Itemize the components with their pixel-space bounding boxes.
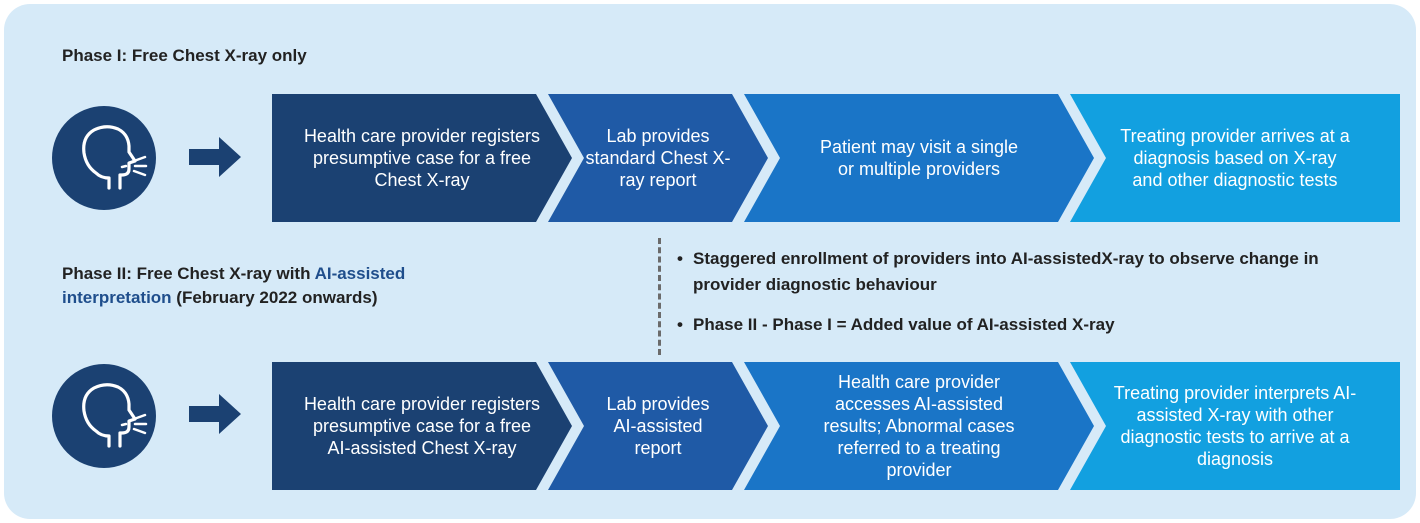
phase2-title-highlight: AI-assisted interpretation — [62, 264, 406, 307]
phase1-step-3: Patient may visit a single or multiple p… — [744, 94, 1094, 222]
phase1-flow: Health care provider registers presumpti… — [272, 94, 1412, 222]
phase2-step-3: Health care provider accesses AI-assiste… — [744, 362, 1094, 490]
phase2-step-1-text: Health care provider registers presumpti… — [303, 394, 541, 458]
notes-list: • Staggered enrollment of providers into… — [677, 246, 1377, 338]
dashed-divider — [658, 238, 661, 355]
note-item: • Phase II - Phase I = Added value of AI… — [677, 312, 1377, 338]
note-text: Phase II - Phase I = Added value of AI-a… — [693, 315, 1115, 334]
phase1-title: Phase I: Free Chest X-ray only — [62, 46, 307, 65]
bullet-icon: • — [677, 249, 683, 268]
phase2-title-suffix: (February 2022 onwards) — [171, 288, 378, 307]
phase2-step-4: Treating provider interprets AI-assisted… — [1070, 362, 1400, 490]
phase2-step-2-text: Lab provides AI-assisted report — [606, 394, 710, 458]
bullet-icon: • — [677, 315, 683, 334]
note-text: Staggered enrollment of providers into A… — [693, 249, 1319, 294]
phase2-title: Phase II: Free Chest X-ray with AI-assis… — [62, 262, 482, 310]
phase1-step-1: Health care provider registers presumpti… — [272, 94, 572, 222]
phase1-step-3-text: Patient may visit a single or multiple p… — [819, 137, 1019, 179]
note-item: • Staggered enrollment of providers into… — [677, 246, 1377, 298]
coughing-head-icon — [52, 364, 156, 468]
phase1-step-2-text: Lab provides standard Chest X-ray report — [585, 126, 731, 190]
phase2-flow: Health care provider registers presumpti… — [272, 362, 1412, 490]
phase1-step-4: Treating provider arrives at a diagnosis… — [1070, 94, 1400, 222]
phase2-step-1: Health care provider registers presumpti… — [272, 362, 572, 490]
phase2-step-4-text: Treating provider interprets AI-assisted… — [1113, 383, 1357, 469]
phase2-step-3-text: Health care provider accesses AI-assiste… — [823, 372, 1015, 480]
arrow-right-icon — [189, 394, 241, 434]
phase2-title-prefix: Phase II: Free Chest X-ray with — [62, 264, 315, 283]
arrow-right-icon — [189, 137, 241, 177]
phase1-step-4-text: Treating provider arrives at a diagnosis… — [1120, 126, 1350, 190]
phase1-step-1-text: Health care provider registers presumpti… — [303, 126, 541, 190]
phase2-step-2: Lab provides AI-assisted report — [548, 362, 768, 490]
coughing-head-icon — [52, 106, 156, 210]
phase1-step-2: Lab provides standard Chest X-ray report — [548, 94, 768, 222]
